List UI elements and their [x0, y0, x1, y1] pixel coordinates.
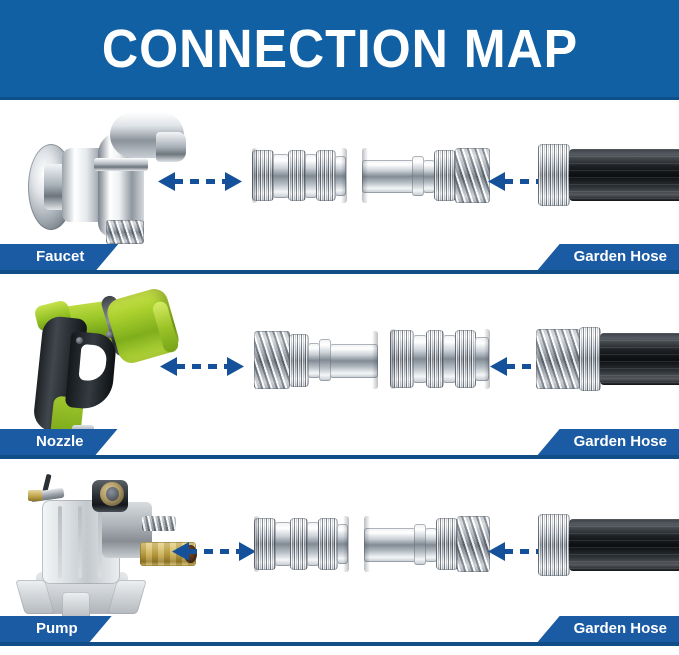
hose-body [600, 333, 679, 385]
hose-coupling-nut [538, 514, 570, 576]
arrow-pump-to-connector [172, 540, 256, 562]
pump-housing-rib [98, 506, 102, 578]
label-garden-hose-3: Garden Hose [537, 616, 679, 642]
row-faucet-labels: Faucet Garden Hose [0, 240, 679, 274]
row-pump-labels: Pump Garden Hose [0, 612, 679, 646]
faucet-collar [94, 158, 148, 171]
row-pump-diagram [0, 470, 679, 620]
arrow-shaft [188, 549, 240, 554]
arrow-head-right-icon [227, 357, 244, 376]
arrow-faucet-to-connector [158, 170, 242, 192]
arrow-shaft [506, 364, 558, 369]
page-header: CONNECTION MAP [0, 0, 679, 97]
pump-spring-fitting [142, 516, 176, 531]
row-nozzle-labels: Nozzle Garden Hose [0, 425, 679, 459]
nozzle-pivot-pin [106, 331, 113, 338]
label-garden-hose-text: Garden Hose [573, 248, 667, 265]
label-faucet-text: Faucet [36, 248, 85, 265]
connector-female-coupler [252, 148, 347, 203]
row-divider-rule [0, 642, 679, 646]
arrow-shaft [176, 364, 228, 369]
arrow-shaft [504, 549, 556, 554]
label-pump-text: Pump [36, 620, 78, 637]
pump-housing-rib [58, 506, 62, 578]
arrow-shaft [174, 179, 226, 184]
row-divider-rule [0, 455, 679, 459]
pump-housing-rib [78, 506, 82, 578]
faucet-spout-tip [156, 132, 186, 162]
pump-inlet-bore [106, 487, 119, 501]
connector-female-coupler [390, 329, 490, 389]
arrow-head-right-icon [225, 172, 242, 191]
nozzle-pivot-pin [76, 337, 83, 344]
arrow-head-left-icon [490, 357, 507, 376]
header-bottom-edge [0, 97, 679, 100]
label-garden-hose-text: Garden Hose [573, 620, 667, 637]
arrow-head-left-icon [172, 542, 189, 561]
arrow-head-left-icon [488, 542, 505, 561]
row-pump: Pump Garden Hose [0, 470, 679, 655]
pump-mounting-foot [62, 592, 90, 620]
label-garden-hose-text: Garden Hose [573, 433, 667, 450]
row-divider-rule [0, 270, 679, 274]
hose-coupling-collar [579, 327, 601, 391]
garden-hose-image [538, 144, 679, 206]
connector-male-plug [362, 148, 490, 203]
faucet-image [6, 102, 196, 252]
hose-body [569, 519, 679, 571]
label-nozzle-text: Nozzle [36, 433, 84, 450]
row-faucet-diagram [0, 100, 679, 250]
garden-hose-image [536, 327, 679, 391]
hose-body [569, 149, 679, 201]
arrow-head-left-icon [488, 172, 505, 191]
faucet-threaded-outlet [106, 220, 144, 244]
hose-coupling-nut [538, 144, 570, 206]
page-title: CONNECTION MAP [101, 18, 578, 79]
arrow-shaft [504, 179, 556, 184]
pump-valve-brass [28, 490, 42, 501]
arrow-head-left-icon [158, 172, 175, 191]
connector-female-coupler [254, 516, 349, 572]
label-nozzle: Nozzle [0, 429, 118, 455]
row-faucet: Faucet Garden Hose [0, 100, 679, 285]
garden-hose-image [538, 514, 679, 576]
arrow-nozzle-to-connector [160, 355, 244, 377]
label-pump: Pump [0, 616, 112, 642]
arrow-head-left-icon [160, 357, 177, 376]
connector-male-plug [364, 516, 490, 572]
pressure-washer-pump-image [6, 472, 206, 622]
label-garden-hose-1: Garden Hose [537, 244, 679, 270]
hose-male-thread [536, 329, 580, 389]
label-faucet: Faucet [0, 244, 118, 270]
label-garden-hose-2: Garden Hose [537, 429, 679, 455]
row-nozzle-diagram [0, 285, 679, 441]
row-nozzle: Nozzle Garden Hose [0, 285, 679, 470]
connector-male-plug [254, 331, 378, 389]
